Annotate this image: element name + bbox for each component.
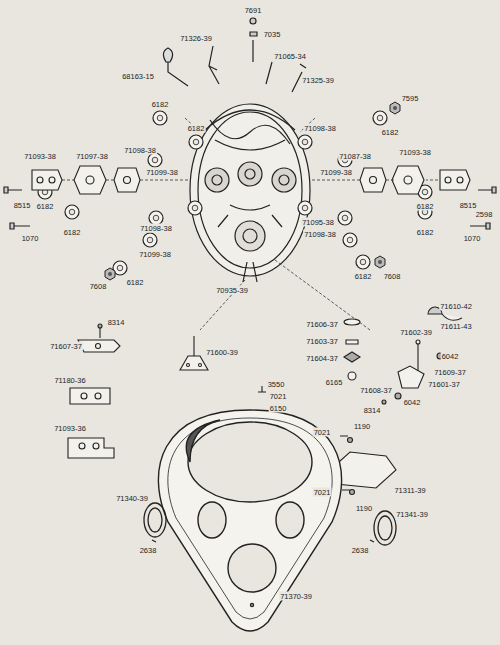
leader-lines [62,118,438,330]
callout-number: 8515 [459,201,478,210]
callout-number: 71370-39 [279,592,313,601]
callout-number: 7608 [89,282,108,291]
callout-number: 8515 [13,201,32,210]
callout-number: 71603-37 [305,337,339,346]
callout-number: 2638 [139,546,158,555]
callout-number: 6165 [325,378,344,387]
callout-number: 6182 [151,100,170,109]
terminal-brackets [32,166,470,194]
callout-number: 71099-38 [138,250,172,259]
screws [4,187,496,229]
callout-number: 71311-39 [393,486,426,495]
callout-number: 6182 [381,128,400,137]
callout-number: 71098-38 [303,230,337,239]
callout-number: 71065-34 [273,52,307,61]
callout-number: 68163-15 [121,72,155,81]
callout-number: 6182 [63,228,82,237]
callout-number: 8314 [107,318,126,327]
callout-number: 1070 [463,234,482,243]
callout-number: 71604-37 [305,354,339,363]
callout-number: 2638 [351,546,370,555]
callout-number: 3550 [267,380,286,389]
callout-number: 71325-39 [301,76,335,85]
callout-number: 7595 [401,94,420,103]
callout-number: 71340-39 [115,494,149,503]
callout-number: 71097-38 [75,152,109,161]
callout-number: 6182 [36,202,55,211]
callout-number: 71341-39 [395,510,429,519]
callout-number: 6150 [269,404,288,413]
callout-number: 7021 [269,392,288,401]
callout-number: 71601-37 [427,380,461,389]
callout-number: 71606-37 [305,320,339,329]
callout-number: 71093-38 [398,148,432,157]
instrument-housing [158,410,341,631]
callout-number: 71098-38 [139,224,173,233]
washers [38,102,432,280]
callout-number: 1070 [21,234,40,243]
callout-number: 8314 [363,406,382,415]
callout-number: 1190 [353,422,371,431]
callout-number: 6182 [416,202,435,211]
callout-number: 71610-42 [439,302,473,311]
callout-number: 6042 [441,352,460,361]
callout-number: 71180-36 [53,376,86,385]
callout-number: 7691 [244,6,263,15]
callout-number: 2598 [475,210,494,219]
callout-number: 6182 [354,272,373,281]
callout-number: 71611-43 [439,322,472,331]
callout-number: 71099-38 [145,168,179,177]
callout-number: 70935-39 [215,286,249,295]
callout-number: 7608 [383,272,402,281]
callout-number: 71093-38 [23,152,57,161]
callout-number: 71099-38 [319,168,353,177]
callout-number: 71600-39 [205,348,239,357]
callout-number: 6182 [416,228,435,237]
callout-number: 71609-37 [433,368,467,377]
lens-rings [144,503,396,545]
callout-number: 71098-38 [123,146,157,155]
callout-number: 7035 [263,30,282,39]
callout-number: 6182 [187,124,206,133]
callout-number: 6182 [126,278,145,287]
callout-number: 71607-37 [49,342,83,351]
callout-number: 71608-37 [359,386,393,395]
callout-number: 71098-38 [303,124,337,133]
callout-number: 71095-38 [301,218,335,227]
callout-number: 71326-39 [179,34,213,43]
callout-number: 7021 [313,428,332,437]
callout-number: 71093-36 [53,424,87,433]
callout-number: 71602-39 [399,328,433,337]
callout-number: 1190 [355,504,373,513]
callout-number: 7021 [313,488,332,497]
instrument-panel [163,18,310,282]
callout-number: 71087-38 [338,152,372,161]
callout-number: 6042 [403,398,422,407]
